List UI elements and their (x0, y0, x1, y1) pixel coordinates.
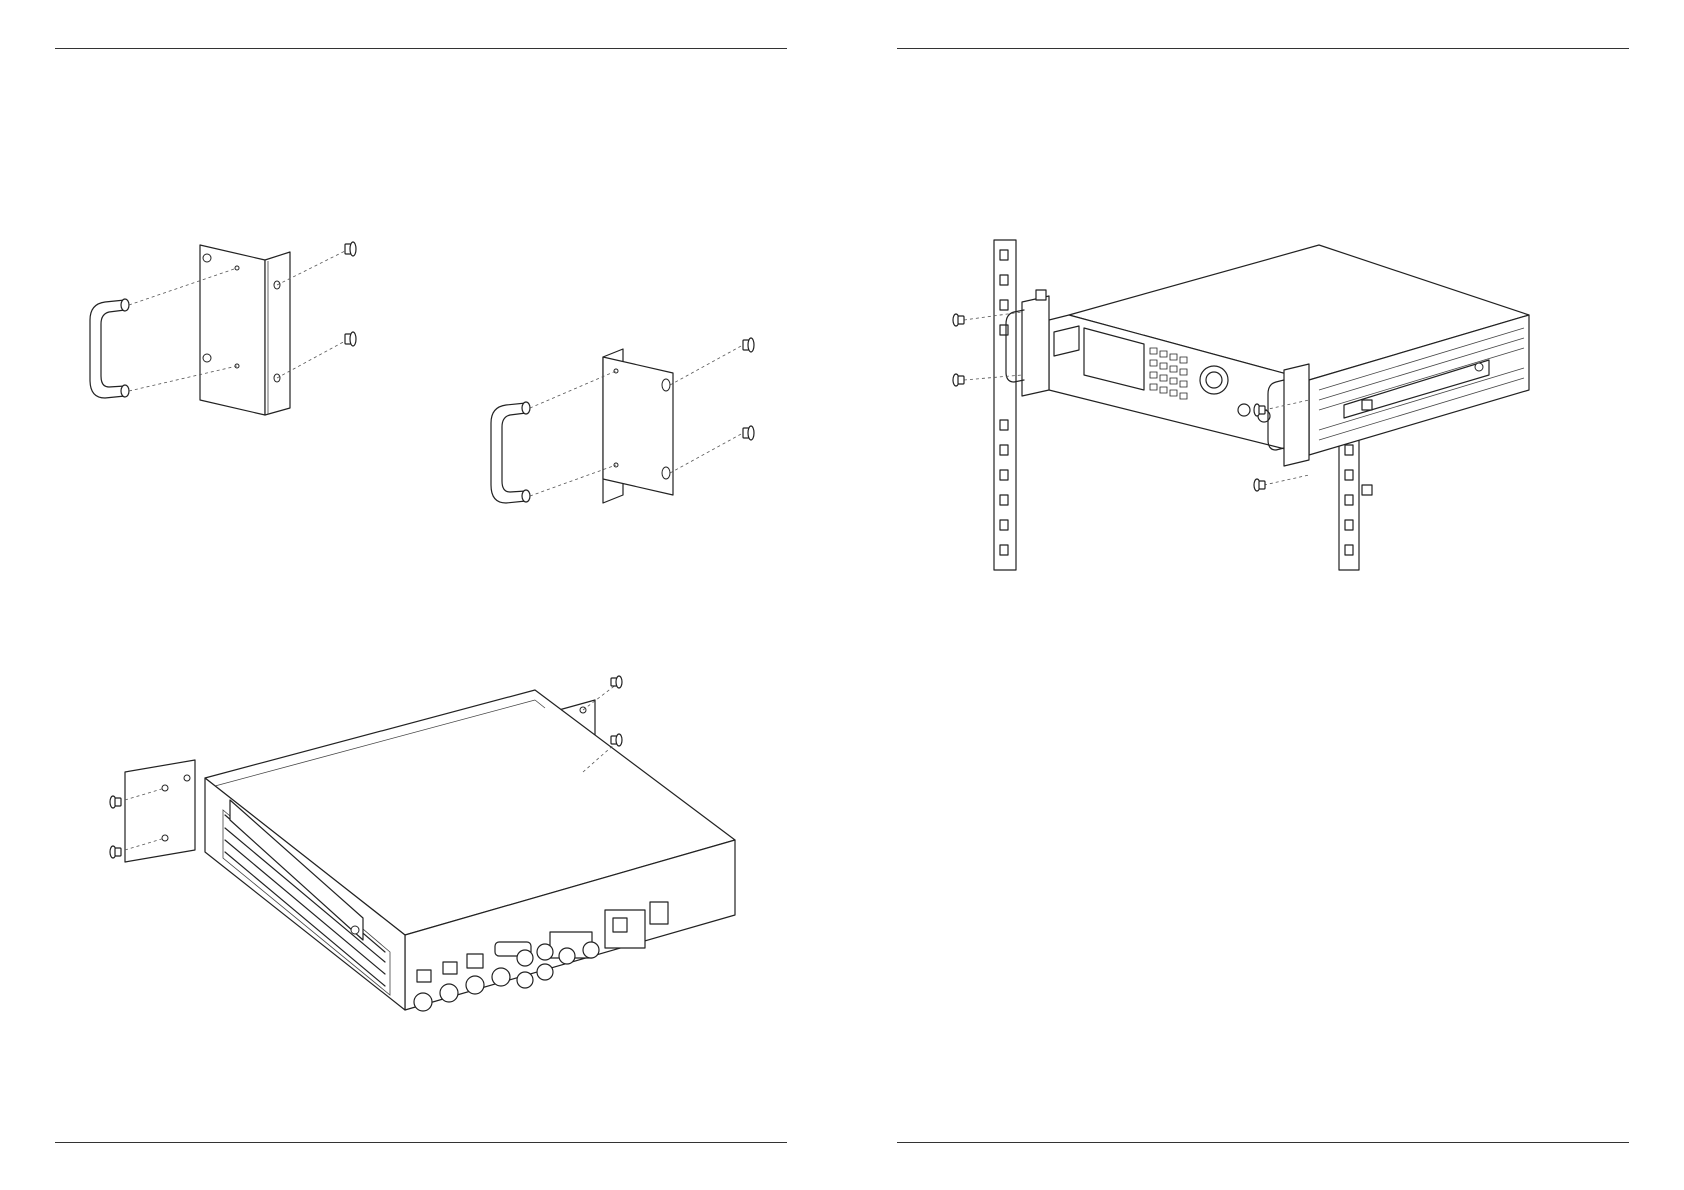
lan-port (467, 954, 483, 968)
bracket-plate (1284, 364, 1309, 466)
screw-icon (743, 338, 754, 352)
power-switch (650, 902, 668, 924)
bracket-right-figure (488, 345, 788, 545)
usb-port (443, 962, 457, 974)
left-page (0, 0, 842, 1190)
screw-icon (743, 426, 754, 440)
bnc-connector (559, 948, 575, 964)
mount-hole (662, 379, 670, 391)
cage-nut (1362, 485, 1372, 495)
screw-icon (1254, 479, 1265, 491)
rack-mount-figure (954, 240, 1534, 580)
bnc-connector (466, 976, 484, 994)
bnc-connector (1238, 404, 1250, 416)
screw-icon (953, 374, 964, 386)
bracket-plate (200, 245, 265, 415)
mount-hole (203, 354, 211, 362)
screw-icon (345, 242, 356, 256)
rack-handle (491, 403, 526, 503)
mount-hole (203, 254, 211, 262)
screw-icon (953, 314, 964, 326)
screw-icon (611, 676, 622, 688)
header-rule (55, 48, 787, 49)
rack-handle (90, 300, 125, 398)
instrument-rear-figure (105, 690, 745, 1090)
bnc-connector (517, 950, 533, 966)
footer-rule (55, 1142, 787, 1143)
footer-rule (897, 1142, 1629, 1143)
cage-nut (1036, 290, 1046, 300)
bracket-plate (1022, 296, 1049, 396)
bnc-connector (492, 968, 510, 986)
screw-icon (110, 796, 121, 808)
cage-nut (1362, 400, 1372, 410)
bnc-connector (583, 942, 599, 958)
bnc-connector (517, 972, 533, 988)
bnc-connector (537, 944, 553, 960)
screw-icon (345, 332, 356, 346)
bracket-flange (265, 252, 290, 415)
mount-hole (662, 467, 670, 479)
bnc-connector (414, 993, 432, 1011)
screw-icon (611, 734, 622, 746)
screw-icon (1254, 404, 1265, 416)
usb-port (417, 970, 431, 982)
bnc-connector (440, 984, 458, 1002)
bracket-left-figure (85, 230, 385, 430)
power-button (1054, 326, 1079, 356)
header-rule (897, 48, 1629, 49)
right-page (842, 0, 1684, 1190)
bnc-connector (537, 964, 553, 980)
screw-icon (110, 846, 121, 858)
